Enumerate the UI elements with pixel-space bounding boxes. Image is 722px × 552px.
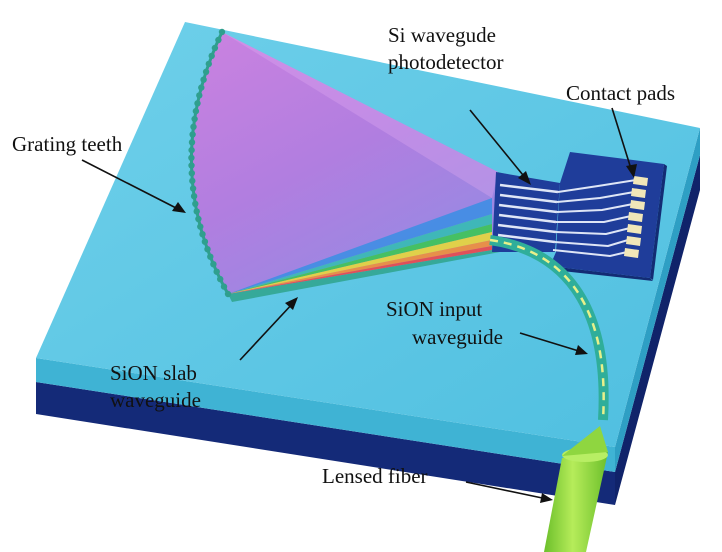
fan-orange [228,240,492,294]
arrow-si-photodetector [469,109,528,181]
photodetector-array [492,172,560,252]
fiber-lens-tip [562,426,608,456]
label-sion-slab-line1: SiON slab [110,361,197,385]
label-si-photodetector-line2: photodetector [388,50,503,74]
substrate-front-face [36,358,615,472]
fan-cyan [228,214,492,294]
label-grating-teeth: Grating teeth [12,132,123,156]
arrow-sion-input [519,332,583,353]
contact-pad-block [550,152,667,281]
arrow-contact-pads [611,107,633,173]
arrow-grating-teeth [81,159,181,211]
photodetector-pad [492,172,560,252]
fan-blue [228,198,492,294]
fan-highlight [222,32,498,198]
contact-pads [624,176,648,258]
label-si-photodetector-line1: Si wavegude [388,23,496,47]
arrow-sion-slab [239,301,295,361]
label-contact-pads: Contact pads [566,81,675,105]
photodetector-lines [497,183,559,244]
arrow-lensed-fiber [465,481,548,500]
sion-slab [188,28,506,302]
fiber-body [544,452,608,552]
fan-yellow [228,232,492,294]
pad-block-top [550,152,664,278]
label-arrows [81,107,637,503]
lensed-fiber [544,426,608,552]
input-waveguide-core [489,238,605,421]
substrate-bottom-side [615,155,700,505]
pad-block-front [550,266,653,281]
fan-green [228,224,492,294]
label-sion-slab-line2: waveguide [110,388,201,412]
grating-edge [189,31,230,295]
label-sion-input-line2: waveguide [412,325,503,349]
pad-traces [552,179,637,258]
fan-red [228,246,492,294]
label-sion-input-line1: SiON input [386,297,482,321]
substrate-bottom-layer [36,382,615,505]
slab-bottom-edge [228,250,500,302]
sion-input-waveguide [489,235,609,421]
label-lensed-fiber: Lensed fiber [322,464,428,488]
substrate-side-face [615,128,700,472]
pad-block-side [650,164,667,280]
